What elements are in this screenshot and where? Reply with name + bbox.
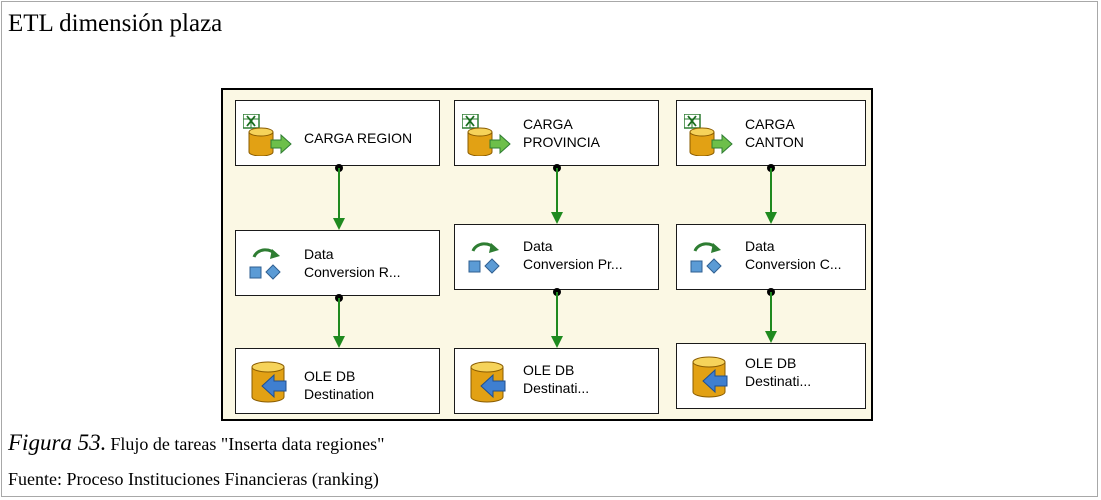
figure-number: Figura 53. — [8, 430, 107, 455]
page-title: ETL dimensión plaza — [8, 10, 223, 37]
path-arrow[interactable] — [550, 288, 564, 350]
excel-source-icon — [684, 114, 733, 156]
source-label-line1: CARGA REGION — [304, 130, 413, 146]
data-conversion-region[interactable]: Data Conversion R... — [235, 230, 440, 296]
source-label-line2: PROVINCIA — [523, 134, 601, 150]
path-arrow[interactable] — [550, 164, 564, 226]
excel-source-carga-provincia[interactable]: CARGA PROVINCIA — [454, 100, 659, 166]
destination-label-line2: Destination — [304, 386, 375, 402]
excel-source-icon — [243, 114, 292, 156]
source-label-line2: CANTON — [745, 134, 804, 150]
ole-db-destination-icon — [470, 361, 506, 403]
excel-source-carga-region[interactable]: CARGA REGION — [235, 100, 440, 166]
conversion-label-line2: Conversion R... — [304, 264, 401, 280]
ole-db-destination-icon — [251, 361, 287, 403]
conversion-label-line1: Data — [745, 238, 775, 254]
data-conversion-icon — [249, 248, 281, 280]
source-label-line1: CARGA — [523, 116, 573, 132]
data-conversion-provincia[interactable]: Data Conversion Pr... — [454, 224, 659, 290]
data-conversion-icon — [468, 242, 500, 274]
ole-db-destination-canton[interactable]: OLE DB Destinati... — [676, 343, 866, 409]
conversion-label-line1: Data — [304, 246, 334, 262]
excel-source-icon — [462, 114, 511, 156]
path-arrow[interactable] — [764, 164, 778, 226]
figure-caption: Figura 53. Flujo de tareas "Inserta data… — [8, 430, 385, 456]
data-conversion-icon — [690, 242, 722, 274]
excel-source-carga-canton[interactable]: CARGA CANTON — [676, 100, 866, 166]
conversion-label-line2: Conversion C... — [745, 256, 842, 272]
destination-label-line1: OLE DB — [745, 355, 797, 371]
figure-source: Fuente: Proceso Instituciones Financiera… — [8, 469, 379, 489]
destination-label-line2: Destinati... — [745, 373, 812, 389]
path-arrow[interactable] — [332, 164, 346, 232]
ole-db-destination-region[interactable]: OLE DB Destination — [235, 348, 440, 414]
conversion-label-line1: Data — [523, 238, 553, 254]
path-arrow[interactable] — [764, 288, 778, 345]
data-conversion-canton[interactable]: Data Conversion C... — [676, 224, 866, 290]
destination-label-line2: Destinati... — [523, 380, 590, 396]
path-arrow[interactable] — [332, 294, 346, 350]
ole-db-destination-icon — [692, 356, 728, 398]
destination-label-line1: OLE DB — [523, 362, 575, 378]
ole-db-destination-provincia[interactable]: OLE DB Destinati... — [454, 348, 659, 414]
figure-title: Flujo de tareas "Inserta data regiones" — [110, 434, 385, 454]
destination-label-line1: OLE DB — [304, 368, 356, 384]
conversion-label-line2: Conversion Pr... — [523, 256, 623, 272]
source-label-line1: CARGA — [745, 116, 795, 132]
data-flow-canvas: CARGA REGION Data Conversion R... OLE DB… — [221, 88, 873, 421]
